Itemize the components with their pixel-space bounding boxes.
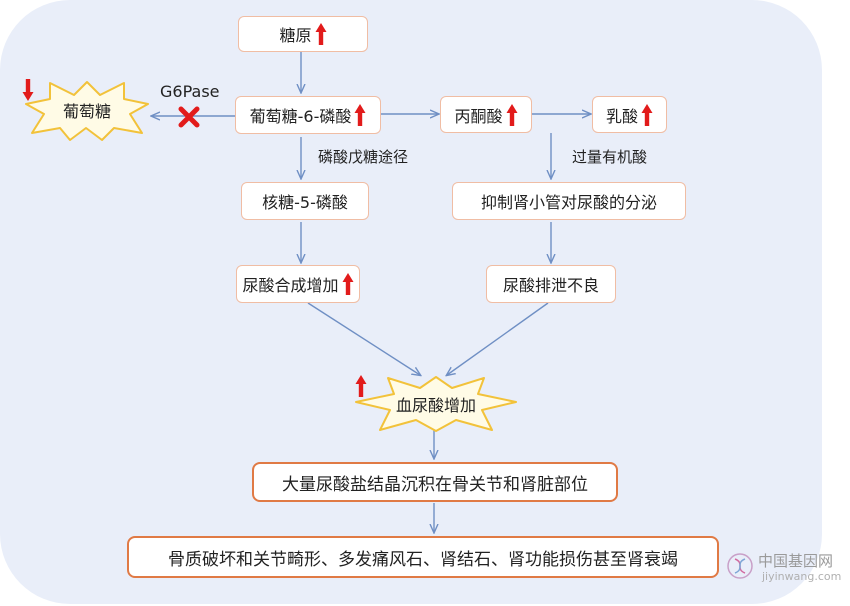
node-glucose: 葡萄糖 bbox=[22, 78, 152, 142]
dna-logo-icon bbox=[727, 553, 753, 579]
arrow-excretion-to-blood bbox=[447, 302, 549, 375]
up-arrow-icon bbox=[641, 103, 653, 126]
up-arrow-icon bbox=[354, 104, 366, 126]
watermark-cn: 中国基因网 bbox=[758, 552, 834, 570]
label-pentose-pathway: 磷酸戊糖途径 bbox=[318, 148, 409, 166]
node-ribose5p: 核糖-5-磷酸 bbox=[241, 182, 369, 220]
label-excess-acid: 过量有机酸 bbox=[572, 148, 648, 166]
starburst-icon bbox=[25, 81, 149, 141]
node-outcomes-label: 骨质破坏和关节畸形、多发痛风石、肾结石、肾功能损伤甚至肾衰竭 bbox=[168, 549, 678, 570]
node-inhibit-secretion-label: 抑制肾小管对尿酸的分泌 bbox=[480, 193, 657, 212]
node-crystal-deposit: 大量尿酸盐结晶沉积在骨关节和肾脏部位 bbox=[252, 462, 618, 502]
node-pyruvate-label: 丙酮酸 bbox=[454, 106, 503, 126]
node-glycogen-label: 糖原 bbox=[279, 26, 312, 45]
node-inhibit-secretion: 抑制肾小管对尿酸的分泌 bbox=[452, 182, 686, 220]
node-uric-synthesis: 尿酸合成增加 bbox=[236, 265, 360, 303]
node-blood-uric-label: 血尿酸增加 bbox=[395, 396, 476, 415]
arrow-synthesis-to-blood bbox=[307, 302, 420, 375]
up-arrow-icon bbox=[355, 375, 367, 397]
node-glycogen: 糖原 bbox=[238, 16, 368, 52]
node-outcomes: 骨质破坏和关节畸形、多发痛风石、肾结石、肾功能损伤甚至肾衰竭 bbox=[127, 536, 719, 578]
node-blood-uric: 血尿酸增加 bbox=[352, 374, 520, 434]
node-poor-excretion: 尿酸排泄不良 bbox=[486, 265, 616, 303]
node-poor-excretion-label: 尿酸排泄不良 bbox=[502, 276, 599, 295]
watermark: 中国基因网 jiyinwang.com bbox=[726, 550, 844, 590]
node-ribose5p-label: 核糖-5-磷酸 bbox=[262, 193, 348, 212]
blocked-cross-icon bbox=[178, 106, 200, 128]
node-pyruvate: 丙酮酸 bbox=[440, 96, 532, 133]
label-g6pase: G6Pase bbox=[160, 82, 220, 101]
watermark-en: jiyinwang.com bbox=[762, 570, 842, 583]
node-g6p: 葡萄糖-6-磷酸 bbox=[235, 96, 381, 134]
up-arrow-icon bbox=[342, 273, 353, 295]
node-glucose-label: 葡萄糖 bbox=[62, 102, 111, 121]
up-arrow-icon bbox=[315, 23, 326, 45]
node-lactate: 乳酸 bbox=[592, 96, 667, 133]
up-arrow-icon bbox=[506, 103, 517, 126]
node-crystal-deposit-label: 大量尿酸盐结晶沉积在骨关节和肾脏部位 bbox=[282, 474, 588, 495]
down-arrow-icon bbox=[22, 79, 34, 101]
diagram-background bbox=[0, 0, 822, 604]
node-uric-synthesis-label: 尿酸合成增加 bbox=[242, 276, 339, 295]
node-g6p-label: 葡萄糖-6-磷酸 bbox=[249, 107, 352, 126]
node-lactate-label: 乳酸 bbox=[605, 106, 638, 126]
starburst-icon bbox=[355, 376, 517, 432]
